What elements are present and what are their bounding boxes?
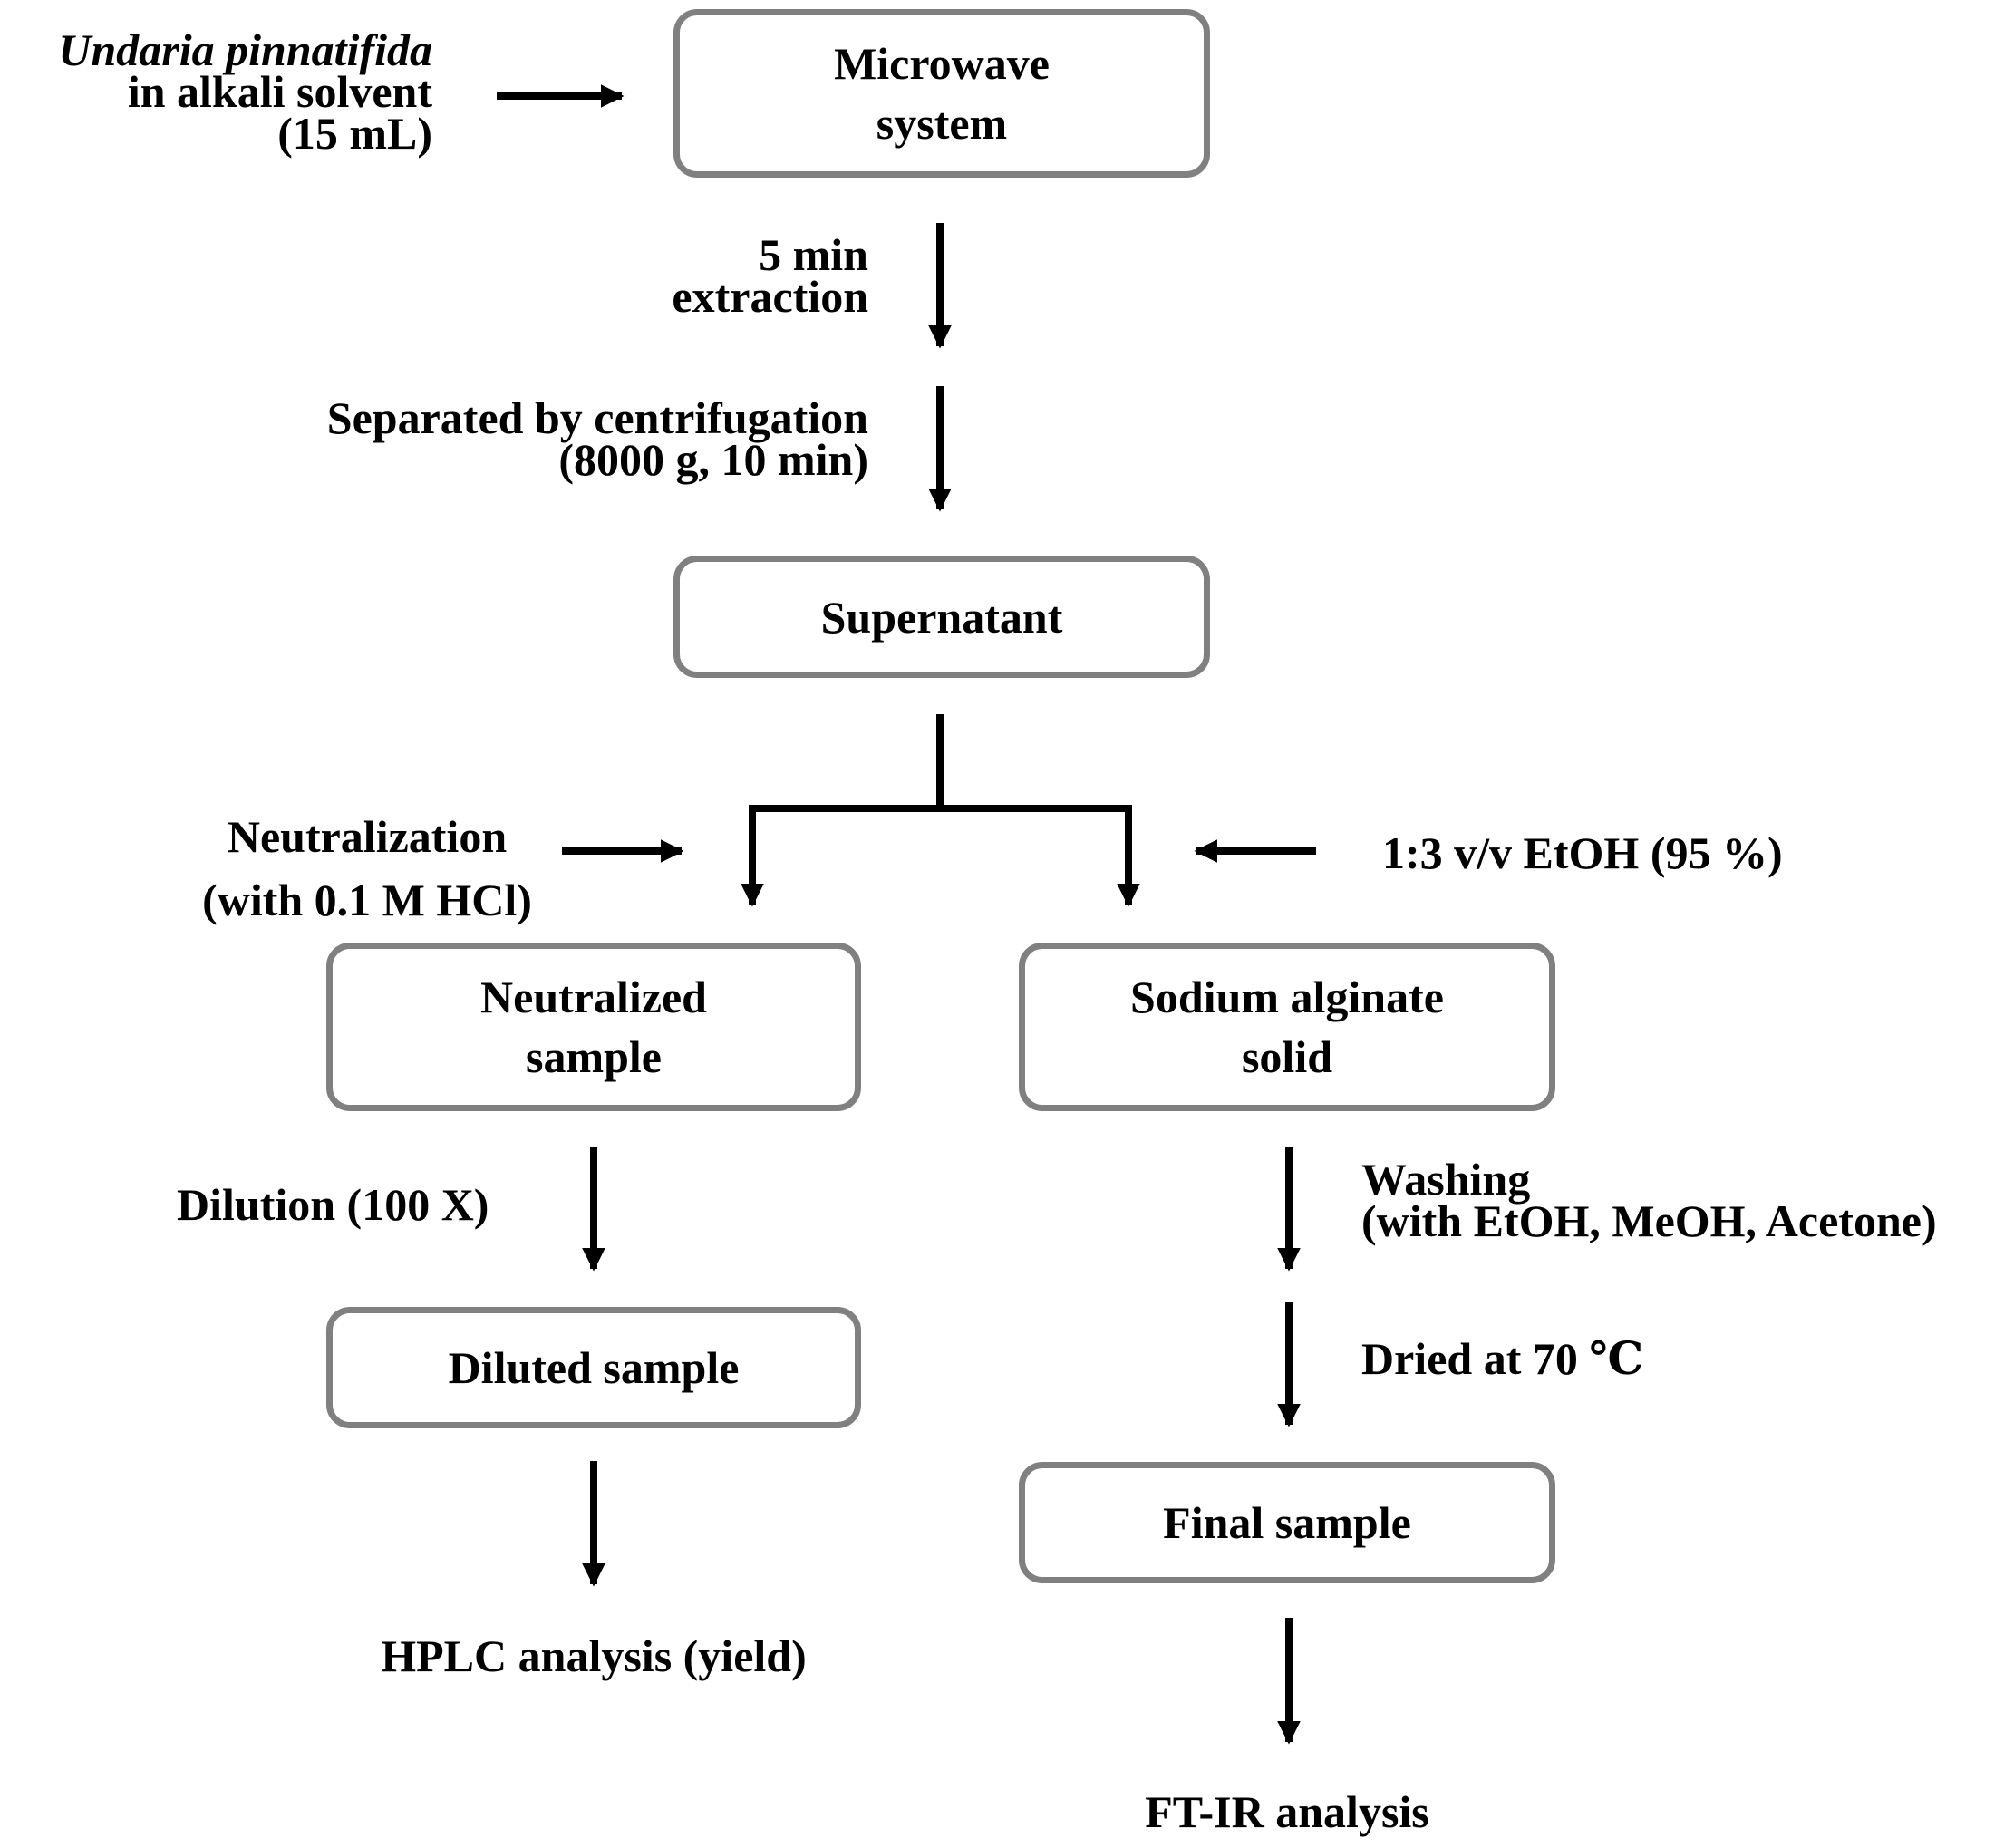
- diluted-sample-box: Diluted sample: [326, 1307, 861, 1428]
- extraction-line2: extraction: [672, 271, 868, 322]
- dilution-label: Dilution (100 X): [177, 1179, 489, 1230]
- drying-label: Dried at 70 ℃: [1361, 1333, 1644, 1384]
- extraction-line1: 5 min: [759, 229, 868, 280]
- washing-label: Washing (with EtOH, MeOH, Acetone): [1361, 1154, 1937, 1246]
- ethanol-line1: 1:3 v/v EtOH (95 %): [1382, 827, 1783, 878]
- volume-text: (15 mL): [277, 108, 432, 159]
- neutralized-sample-box: Neutralized sample: [326, 943, 861, 1111]
- centrifugation-line2: (8000 g, 10 min): [558, 434, 868, 485]
- ethanol-label: 1:3 v/v EtOH (95 %): [1382, 827, 1783, 878]
- neutralization-line2: (with 0.1 M HCl): [202, 875, 532, 925]
- hplc-analysis-label: HPLC analysis (yield): [322, 1630, 866, 1681]
- microwave-system-box: Microwave system: [673, 9, 1210, 178]
- species-name: Undaria pinnatifida: [58, 24, 432, 75]
- centrifugation-label: Separated by centrifugation (8000 g, 10 …: [326, 392, 868, 485]
- supernatant-box: Supernatant: [673, 556, 1210, 678]
- branch-connector: [741, 714, 944, 907]
- neutralized-line1: Neutralized: [480, 972, 707, 1022]
- hplc-text: HPLC analysis (yield): [381, 1630, 807, 1681]
- final-sample-label: Final sample: [1163, 1497, 1411, 1548]
- sodium-alginate-line2: solid: [1241, 1031, 1333, 1082]
- solvent-text: in alkali solvent: [127, 66, 432, 117]
- input-material-label: Undaria pinnatifida in alkali solvent (1…: [58, 24, 432, 159]
- supernatant-label: Supernatant: [820, 591, 1063, 643]
- washing-line2: (with EtOH, MeOH, Acetone): [1361, 1195, 1937, 1246]
- dilution-line1: Dilution (100 X): [177, 1179, 489, 1230]
- washing-line1: Washing: [1361, 1154, 1531, 1205]
- neutralization-line1: Neutralization: [227, 811, 508, 862]
- microwave-line2: system: [876, 98, 1008, 149]
- drying-line1: Dried at 70 ℃: [1361, 1333, 1644, 1384]
- extraction-label: 5 min extraction: [672, 229, 868, 322]
- ftir-analysis-label: FT-IR analysis: [1015, 1786, 1559, 1837]
- ftir-text: FT-IR analysis: [1145, 1786, 1429, 1837]
- branch-connector-right: [940, 805, 1140, 907]
- centrifugation-line1: Separated by centrifugation: [326, 392, 868, 443]
- microwave-line1: Microwave: [834, 38, 1050, 89]
- neutralization-label: Neutralization (with 0.1 M HCl): [127, 805, 607, 932]
- sodium-alginate-box: Sodium alginate solid: [1019, 943, 1555, 1111]
- final-sample-box: Final sample: [1019, 1462, 1555, 1583]
- diluted-sample-label: Diluted sample: [448, 1342, 740, 1393]
- sodium-alginate-line1: Sodium alginate: [1130, 972, 1444, 1022]
- neutralized-line2: sample: [526, 1031, 662, 1082]
